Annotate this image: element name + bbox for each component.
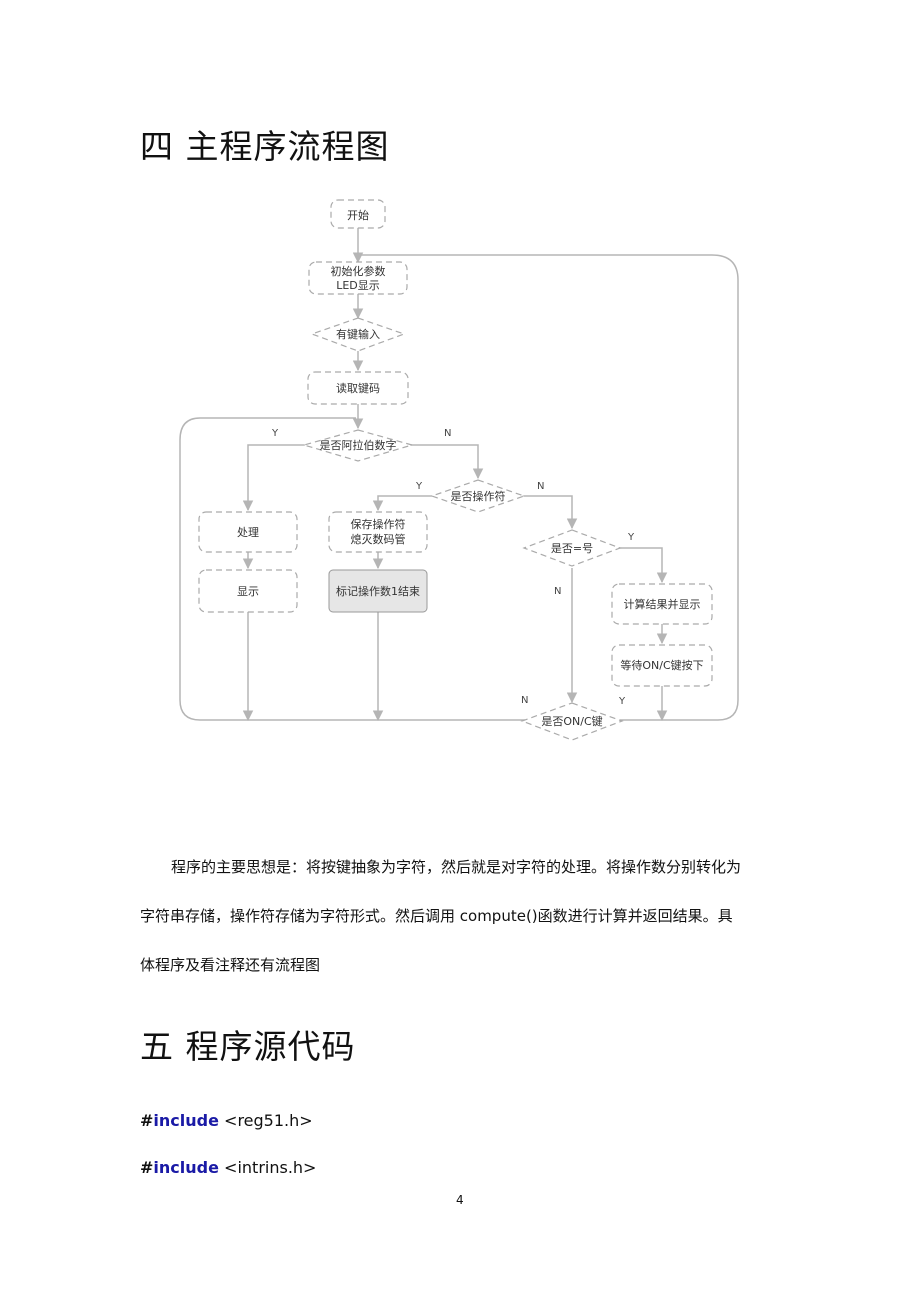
code-keyword-include: include <box>153 1158 219 1177</box>
paragraph-line-3: 体程序及看注释还有流程图 <box>140 956 321 974</box>
flow-node-mark-end: 标记操作数1结束 <box>328 569 428 613</box>
code-include-reg51: <reg51.h> <box>224 1111 313 1130</box>
code-line-2: #include <intrins.h> <box>140 1158 316 1177</box>
flow-node-compute-show-label: 计算结果并显示 <box>624 597 701 611</box>
section-four-title: 四 主程序流程图 <box>140 127 390 166</box>
flow-node-read-code: 读取键码 <box>307 371 409 405</box>
flow-node-compute-show: 计算结果并显示 <box>611 583 713 625</box>
flow-node-save-operator-label-1: 保存操作符 <box>351 517 406 531</box>
flow-node-save-operator-label-2: 熄灭数码管 <box>351 532 406 546</box>
flow-label-y-digit: Y <box>271 428 279 439</box>
flow-label-y-equal: Y <box>627 532 635 543</box>
flow-node-display: 显示 <box>198 569 298 613</box>
flow-node-read-code-label: 读取键码 <box>336 381 380 395</box>
flow-node-display-label: 显示 <box>237 585 259 598</box>
flowchart-edges <box>179 228 739 722</box>
flow-node-has-key-label: 有键输入 <box>336 327 380 341</box>
flow-node-wait-onc-label: 等待ON/C键按下 <box>620 658 703 672</box>
flow-label-n-onc: N <box>521 695 528 706</box>
flow-node-is-onc: 是否ON/C键 <box>520 702 624 741</box>
flow-node-is-equal: 是否=号 <box>522 529 622 567</box>
flow-label-n-equal: N <box>554 586 561 597</box>
code-include-intrins: <intrins.h> <box>224 1158 317 1177</box>
flow-label-n-digit: N <box>444 428 451 439</box>
code-line-1: #include <reg51.h> <box>140 1111 313 1130</box>
flow-label-n-operator: N <box>537 481 544 492</box>
flow-label-y-onc: Y <box>618 696 626 707</box>
flow-node-process-label: 处理 <box>237 526 259 539</box>
flow-node-is-digit-label: 是否阿拉伯数字 <box>320 438 397 452</box>
flow-node-process: 处理 <box>198 511 298 553</box>
flow-node-mark-end-label: 标记操作数1结束 <box>336 584 420 598</box>
section-five-title: 五 程序源代码 <box>140 1027 356 1066</box>
flow-node-start-label: 开始 <box>347 208 369 222</box>
flow-node-save-operator: 保存操作符 熄灭数码管 <box>328 511 428 553</box>
flow-node-init-label-1: 初始化参数 <box>331 264 386 278</box>
code-hash: # <box>140 1111 154 1130</box>
flow-node-start: 开始 <box>330 199 386 229</box>
flow-node-is-onc-label: 是否ON/C键 <box>541 714 602 728</box>
flow-node-init: 初始化参数 LED显示 <box>308 261 408 295</box>
page-number: 4 <box>456 1193 464 1207</box>
flow-node-has-key: 有键输入 <box>310 317 406 352</box>
flow-node-is-equal-label: 是否=号 <box>551 542 593 555</box>
paragraph-line-1: 程序的主要思想是：将按键抽象为字符，然后就是对字符的处理。将操作数分别转化为 <box>171 858 742 876</box>
flow-node-init-label-2: LED显示 <box>336 279 380 292</box>
flow-label-y-operator: Y <box>415 481 423 492</box>
paragraph-line-2: 字符串存储，操作符存储为字符形式。然后调用 compute()函数进行计算并返回… <box>140 907 733 925</box>
flow-node-wait-onc: 等待ON/C键按下 <box>611 644 713 687</box>
main-program-flowchart: 开始 初始化参数 LED显示 有键输入 读取键码 是否阿拉伯数字 是否操作符 是… <box>179 199 739 741</box>
flow-node-is-operator-label: 是否操作符 <box>451 489 506 503</box>
flow-node-is-operator: 是否操作符 <box>430 479 526 513</box>
code-keyword-include: include <box>153 1111 219 1130</box>
flow-node-is-digit: 是否阿拉伯数字 <box>301 429 415 462</box>
code-hash: # <box>140 1158 154 1177</box>
